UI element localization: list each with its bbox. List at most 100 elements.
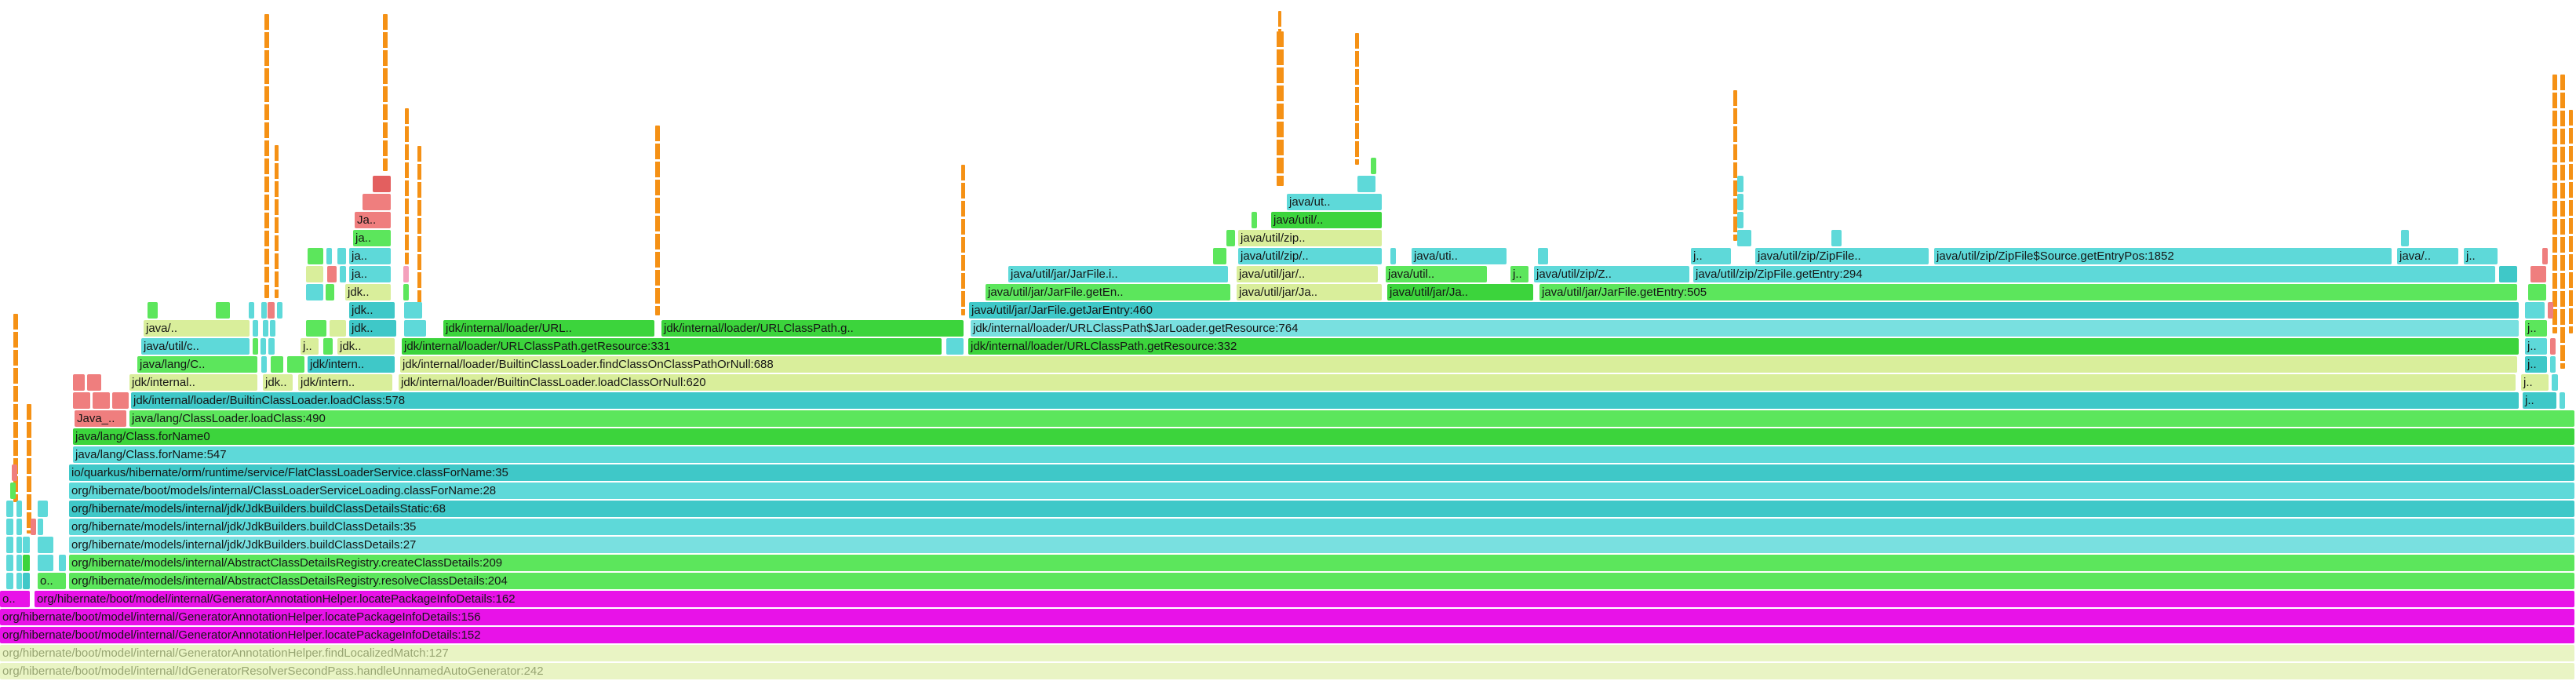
flame-frame-sliver[interactable] (249, 302, 254, 319)
flame-frame-sliver[interactable] (268, 302, 275, 319)
flame-frame-sliver[interactable] (148, 302, 158, 319)
flame-frame-sliver[interactable] (277, 302, 282, 319)
flame-frame-sliver[interactable] (16, 501, 22, 517)
flame-frame-sliver[interactable] (2542, 248, 2548, 264)
flame-frame-sliver[interactable] (268, 338, 275, 355)
flame-frame-sliver[interactable] (6, 537, 13, 553)
flame-frame-sliver[interactable] (6, 573, 13, 589)
flame-frame[interactable]: jdk/internal/loader/URLClassPath.getReso… (968, 338, 2519, 355)
flame-frame[interactable]: java/util/jar/JarFile.getEn.. (986, 284, 1230, 300)
flame-frame[interactable]: j.. (2523, 392, 2556, 409)
flame-frame-sliver[interactable] (1831, 230, 1842, 246)
flame-frame-sliver[interactable] (1737, 194, 1743, 210)
flame-frame[interactable]: o.. (0, 591, 30, 607)
flame-frame-sliver[interactable] (363, 194, 391, 210)
flame-frame-sliver[interactable] (1737, 230, 1751, 246)
flame-frame-sliver[interactable] (6, 555, 13, 571)
flame-frame[interactable]: j.. (2525, 320, 2547, 337)
flame-frame-sliver[interactable] (2552, 374, 2558, 391)
flame-frame-sliver[interactable] (6, 519, 13, 535)
flame-frame-sliver[interactable] (323, 338, 333, 355)
flame-frame[interactable]: java/.. (2397, 248, 2458, 264)
flame-frame[interactable]: jdk.. (263, 374, 293, 391)
flame-frame-sliver[interactable] (306, 266, 323, 282)
flame-frame-sliver[interactable] (1226, 230, 1235, 246)
flame-frame-sliver[interactable] (946, 338, 964, 355)
flame-frame-sliver[interactable] (306, 320, 326, 337)
flame-frame-sliver[interactable] (373, 176, 391, 192)
flame-frame[interactable]: java/util/c.. (141, 338, 250, 355)
flame-frame[interactable]: jdk/internal/loader/BuiltinClassLoader.l… (399, 374, 2516, 391)
flame-frame-sliver[interactable] (1390, 248, 1396, 264)
flame-frame[interactable]: java/util/zip/Z.. (1534, 266, 1689, 282)
flame-frame-sliver[interactable] (38, 519, 43, 535)
flame-frame[interactable]: j.. (1691, 248, 1731, 264)
flame-frame[interactable]: java/util.. (1386, 266, 1487, 282)
flame-frame[interactable]: org/hibernate/models/internal/jdk/JdkBui… (69, 537, 2574, 553)
flame-frame-sliver[interactable] (1737, 176, 1743, 192)
flame-frame[interactable]: java/util/jar/.. (1237, 266, 1378, 282)
flame-frame[interactable]: io/quarkus/hibernate/orm/runtime/service… (69, 464, 2574, 481)
flame-frame-sliver[interactable] (216, 302, 230, 319)
flame-frame-sliver[interactable] (59, 555, 66, 571)
flame-frame-sliver[interactable] (306, 284, 323, 300)
flame-frame[interactable]: jdk/internal.. (129, 374, 257, 391)
flame-frame-sliver[interactable] (253, 338, 258, 355)
flame-frame-sliver[interactable] (38, 501, 48, 517)
flame-frame-sliver[interactable] (10, 483, 16, 499)
flame-frame[interactable]: org/hibernate/boot/model/internal/Genera… (0, 609, 2574, 625)
flame-frame-sliver[interactable] (308, 248, 323, 264)
flame-frame[interactable]: Java_.. (75, 410, 126, 427)
flame-frame[interactable]: jdk/intern.. (308, 356, 395, 373)
flame-frame[interactable]: j.. (2521, 374, 2549, 391)
flame-frame-sliver[interactable] (1371, 158, 1376, 174)
flame-frame-sliver[interactable] (2550, 356, 2556, 373)
flame-frame-sliver[interactable] (87, 374, 101, 391)
flame-frame[interactable]: ja.. (349, 248, 391, 264)
flame-frame-sliver[interactable] (261, 356, 267, 373)
flame-frame-sliver[interactable] (330, 320, 346, 337)
flame-frame[interactable]: java/util/zip.. (1238, 230, 1382, 246)
flame-frame-sliver[interactable] (16, 573, 22, 589)
flame-frame[interactable]: Ja.. (355, 212, 391, 228)
flame-frame-sliver[interactable] (73, 392, 90, 409)
flame-frame-sliver[interactable] (261, 338, 266, 355)
flame-frame-sliver[interactable] (2560, 392, 2565, 409)
flame-frame-sliver[interactable] (31, 519, 36, 535)
flame-frame-sliver[interactable] (112, 392, 129, 409)
flame-frame-sliver[interactable] (23, 537, 30, 553)
flame-frame[interactable]: jdk/internal/loader/BuiltinClassLoader.l… (131, 392, 2519, 409)
flame-frame[interactable]: java/uti.. (1412, 248, 1507, 264)
flame-frame[interactable]: java/ut.. (1287, 194, 1382, 210)
flame-frame[interactable]: java/util/.. (1271, 212, 1382, 228)
flame-frame[interactable]: j.. (301, 338, 319, 355)
flame-frame[interactable]: org/hibernate/models/internal/AbstractCl… (69, 555, 2574, 571)
flame-frame[interactable]: org/hibernate/boot/model/internal/Genera… (35, 591, 2574, 607)
flame-frame[interactable]: java/util/jar/JarFile.getEntry:505 (1539, 284, 2517, 300)
flame-frame[interactable]: java/util/jar/JarFile.i.. (1008, 266, 1228, 282)
flame-frame-sliver[interactable] (270, 320, 275, 337)
flame-frame-sliver[interactable] (93, 392, 110, 409)
flame-frame[interactable]: java/.. (144, 320, 250, 337)
flame-frame[interactable]: j.. (1510, 266, 1528, 282)
flame-frame-sliver[interactable] (1538, 248, 1548, 264)
flame-frame[interactable]: jdk/internal/loader/URLClassPath$JarLoad… (971, 320, 2519, 337)
flame-frame[interactable]: j.. (2525, 356, 2547, 373)
flame-frame[interactable]: jdk/internal/loader/URL.. (443, 320, 654, 337)
flame-frame[interactable]: jdk.. (349, 302, 395, 319)
flame-frame[interactable]: java/lang/C.. (137, 356, 257, 373)
flame-frame[interactable]: java/lang/ClassLoader.loadClass:490 (129, 410, 2574, 427)
flame-frame[interactable]: jdk.. (337, 338, 395, 355)
flame-frame[interactable]: jdk/intern.. (298, 374, 392, 391)
flame-frame[interactable]: java/util/jar/Ja.. (1387, 284, 1533, 300)
flame-frame-sliver[interactable] (326, 284, 334, 300)
flame-frame-sliver[interactable] (1357, 176, 1375, 192)
flame-frame-sliver[interactable] (2550, 338, 2556, 355)
flame-frame[interactable]: java/util/zip/.. (1238, 248, 1382, 264)
flame-frame-sliver[interactable] (404, 302, 422, 319)
flame-frame[interactable]: ja.. (349, 266, 391, 282)
flame-frame[interactable]: java/util/zip/ZipFile$Source.getEntryPos… (1934, 248, 2392, 264)
flame-frame[interactable]: jdk.. (345, 284, 391, 300)
flame-frame[interactable]: org/hibernate/models/internal/jdk/JdkBui… (69, 501, 2574, 517)
flame-frame[interactable]: java/util/zip/ZipFile.getEntry:294 (1693, 266, 2495, 282)
